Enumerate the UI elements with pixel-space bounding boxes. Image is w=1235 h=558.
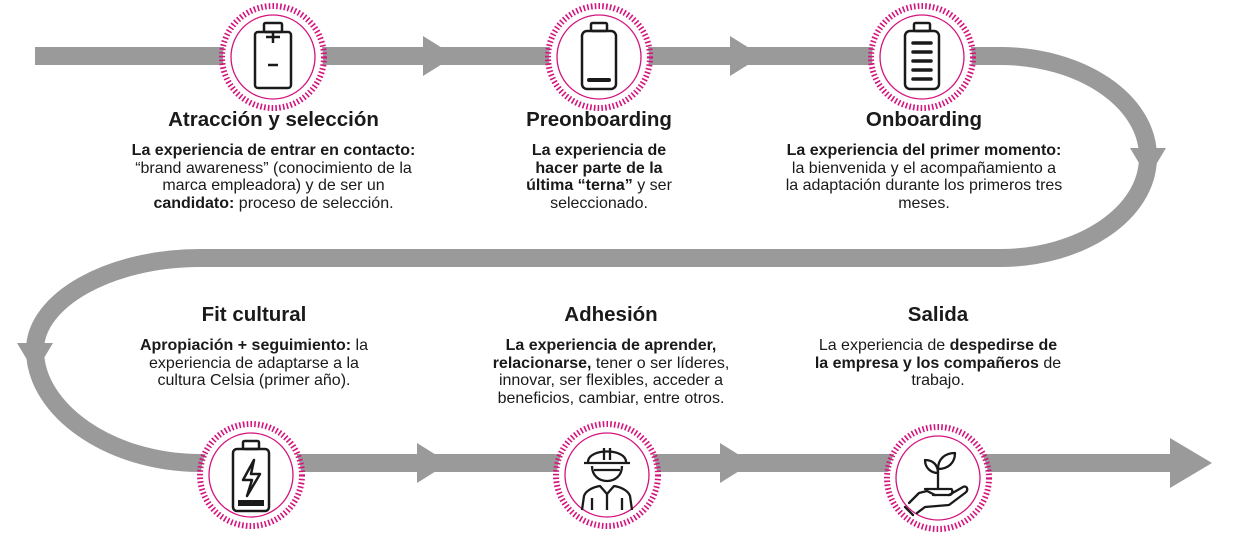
stage-description: Apropiación + seguimiento: la experienci… [114, 337, 394, 390]
description-text: tener o ser líderes, innovar, ser flexib… [497, 354, 730, 407]
worker-icon [553, 421, 661, 529]
arrowhead-bottom-2 [720, 443, 752, 483]
description-bold-text: Apropiación + seguimiento: [139, 337, 352, 354]
battery-charging-icon [197, 421, 305, 529]
description-text: proceso de selección. [234, 194, 394, 212]
description-text: de trabajo. [911, 354, 1062, 390]
stage-fit-cultural: Fit cultural Apropiación + seguimiento: … [114, 303, 394, 390]
description-bold-text: despedirse de la empresa y los compañero… [814, 337, 1058, 372]
stage-description: La experiencia de entrar en contacto: “b… [121, 142, 426, 212]
description-bold-text: La experiencia de hacer parte de la últi… [526, 142, 667, 194]
stage-description: La experiencia de despedirse de la empre… [798, 337, 1078, 390]
stage-adhesion: Adhesión La experiencia de aprender, rel… [461, 303, 761, 407]
track-arrowheads [17, 36, 1212, 488]
stage-title: Atracción y selección [168, 108, 379, 131]
battery-full-icon [868, 3, 976, 111]
plant-in-hand-icon [884, 424, 992, 532]
arrowhead-top-2 [730, 36, 762, 76]
arrowhead-top-1 [423, 36, 455, 76]
stage-atraccion: Atracción y selección La experiencia de … [121, 108, 426, 212]
description-bold-text: candidato: [153, 194, 235, 212]
description-bold-text: La experiencia de aprender, relacionarse… [492, 337, 717, 372]
stage-description: La experiencia de hacer parte de la últi… [464, 142, 734, 212]
description-text: “brand awareness” (conocimiento de la ma… [135, 159, 412, 195]
battery-minus-icon [219, 3, 327, 111]
stage-salida: Salida La experiencia de despedirse de l… [798, 303, 1078, 390]
stage-description: La experiencia del primer momento: la bi… [774, 142, 1074, 212]
description-text: La experiencia de [818, 337, 950, 354]
stage-title: Preonboarding [526, 108, 672, 131]
stage-title: Salida [907, 303, 969, 326]
description-text: y ser seleccionado. [550, 177, 672, 212]
stage-description: La experiencia de aprender, relacionarse… [461, 337, 761, 407]
stage-title: Onboarding [865, 108, 983, 131]
battery-low-icon [545, 3, 653, 111]
stage-onboarding: Onboarding La experiencia del primer mom… [774, 108, 1074, 212]
arrowhead-end [1170, 438, 1212, 488]
stage-preonboarding: Preonboarding La experiencia de hacer pa… [464, 108, 734, 212]
description-bold-text: La experiencia del primer momento: [786, 142, 1062, 159]
description-text: la experiencia de adaptarse a la cultura… [149, 337, 369, 389]
arrowhead-right-curve [1130, 148, 1166, 178]
stage-title: Adhesión [564, 303, 658, 326]
arrowhead-bottom-1 [417, 443, 449, 483]
track-line [25, 47, 1180, 472]
arrowhead-left-curve [17, 343, 53, 373]
description-text: la bienvenida y el acompañamiento a la a… [785, 159, 1063, 212]
stage-title: Fit cultural [201, 303, 307, 326]
description-bold-text: La experiencia de entrar en contacto: [131, 142, 416, 159]
